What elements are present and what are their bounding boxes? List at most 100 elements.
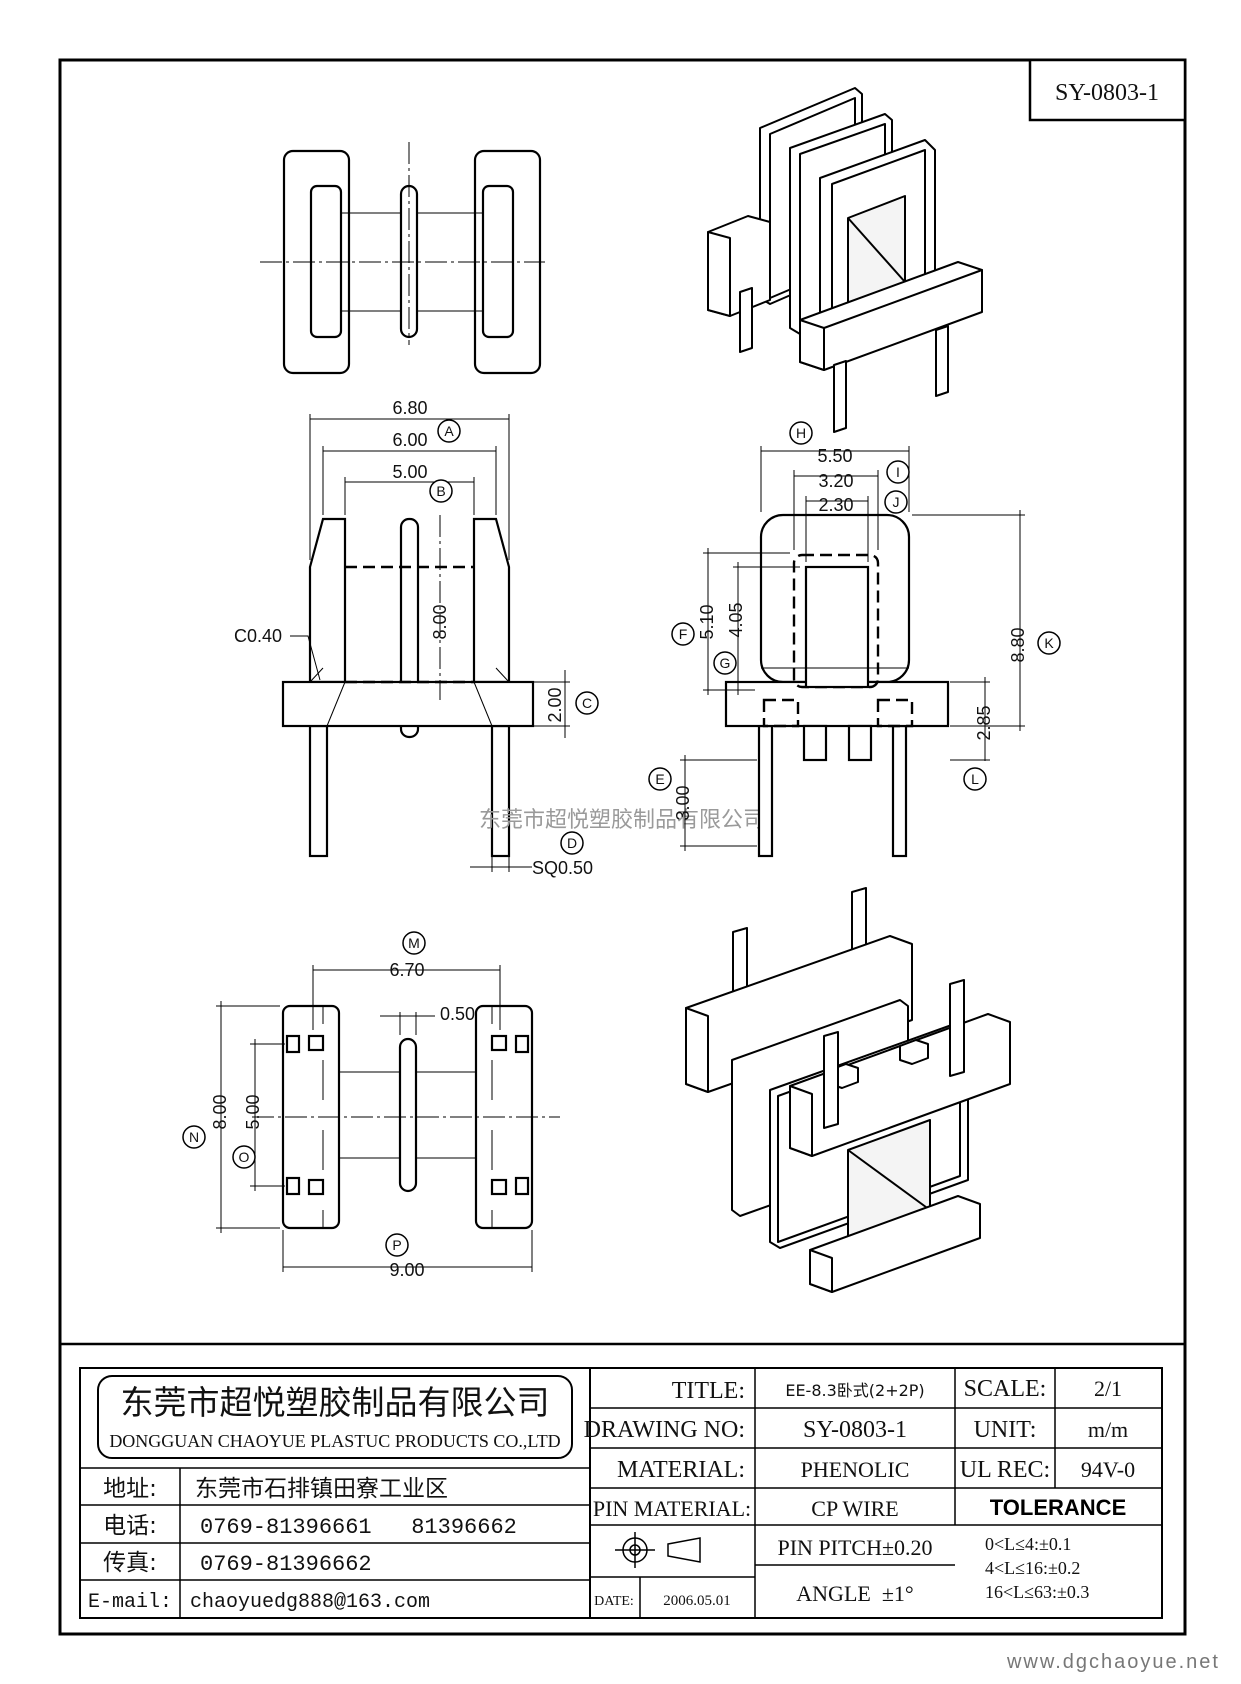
- dim-flange-thickness-value: 0.50: [440, 1004, 475, 1024]
- pin-material-value: CP WIRE: [811, 1496, 898, 1521]
- pin-pitch-value: PIN PITCH±0.20: [777, 1535, 932, 1560]
- dim-B: 5.00 B: [344, 462, 475, 515]
- dim-J: 2.30 J: [805, 490, 908, 562]
- dim-I-letter: I: [896, 464, 900, 480]
- side-view: [724, 513, 950, 858]
- dim-A-outer: 6.80: [392, 398, 427, 418]
- website-url: www.dgchaoyue.net: [1006, 1651, 1220, 1673]
- date-value: 2006.05.01: [663, 1593, 731, 1609]
- dim-C: 2.00 C: [533, 670, 599, 738]
- dim-L: 2.85 L: [950, 677, 994, 791]
- dim-height-8-value: 8.00: [430, 604, 450, 639]
- dim-O-letter: O: [239, 1149, 250, 1165]
- dim-B-value: 5.00: [392, 462, 427, 482]
- dim-flange-thickness: 0.50: [380, 1004, 475, 1035]
- dim-H-letter: H: [796, 425, 806, 441]
- watermark: 东莞市超悦塑胶制品有限公司: [479, 808, 765, 833]
- dim-G-value: 4.05: [726, 602, 746, 637]
- dim-L-letter: L: [971, 771, 979, 787]
- title-label: TITLE:: [672, 1378, 745, 1404]
- dim-M-value: 6.70: [389, 960, 424, 980]
- dim-D-value: SQ0.50: [532, 858, 593, 878]
- dim-E-value: 3.00: [673, 785, 693, 820]
- dim-M: 6.70 M: [312, 931, 501, 1030]
- projection-symbol: [615, 1532, 701, 1568]
- date-label: DATE:: [594, 1594, 634, 1609]
- dim-H-value: 5.50: [817, 446, 852, 466]
- dim-H: 5.50 H: [760, 421, 910, 512]
- unit-value: m/m: [1088, 1417, 1128, 1442]
- front-view: [281, 515, 535, 858]
- dim-A-letter: A: [444, 423, 454, 439]
- dim-F-value: 5.10: [697, 604, 717, 639]
- drawing-number-box: SY-0803-1: [1028, 58, 1187, 122]
- dim-N-letter: N: [189, 1129, 199, 1145]
- dim-G-letter: G: [720, 655, 731, 671]
- dim-P: 9.00 P: [282, 1230, 533, 1280]
- angle-tolerance-value: ANGLE ±1°: [796, 1581, 913, 1606]
- company-name-en: DONGGUAN CHAOYUE PLASTUC PRODUCTS CO.,LT…: [109, 1431, 560, 1451]
- fax-label: 传真:: [103, 1550, 157, 1576]
- email-value: chaoyuedg888@163.com: [190, 1591, 430, 1614]
- title-value: EE-8.3卧式(2+2P): [785, 1381, 924, 1400]
- dim-chamfer: C0.40: [234, 626, 321, 681]
- dim-A-inner: 6.00: [392, 430, 427, 450]
- top-view: [260, 142, 545, 375]
- dim-J-letter: J: [893, 494, 900, 510]
- dim-P-value: 9.00: [389, 1260, 424, 1280]
- company-name-cn: 东莞市超悦塑胶制品有限公司: [121, 1383, 550, 1422]
- drawing-number-box-text: SY-0803-1: [1055, 80, 1159, 106]
- address-label: 地址:: [103, 1476, 157, 1502]
- sheet-border: [58, 58, 1187, 1636]
- isometric-view-top: [707, 87, 983, 433]
- dim-N: 8.00 N: [182, 1001, 280, 1233]
- dim-M-letter: M: [408, 935, 420, 951]
- dim-I: 3.20 I: [793, 460, 910, 550]
- dim-E-letter: E: [655, 771, 664, 787]
- dim-B-letter: B: [436, 483, 445, 499]
- dim-A: 6.80 6.00 A: [309, 398, 510, 560]
- fax-value: 0769-81396662: [200, 1552, 372, 1577]
- unit-label: UNIT:: [974, 1417, 1037, 1443]
- scale-value: 2/1: [1094, 1376, 1122, 1401]
- dim-F: 5.10 F: [671, 548, 790, 695]
- dim-P-letter: P: [392, 1237, 401, 1253]
- drawing-no-label: DRAWING NO:: [584, 1417, 745, 1443]
- dim-D-letter: D: [567, 835, 577, 851]
- dim-K-letter: K: [1044, 635, 1054, 651]
- tolerance-range-1: 0<L≤4:±0.1: [985, 1534, 1071, 1554]
- dim-C-letter: C: [582, 695, 592, 711]
- dim-I-value: 3.20: [818, 471, 853, 491]
- dim-F-letter: F: [679, 626, 688, 642]
- phone-value: 0769-81396661 81396662: [200, 1515, 517, 1540]
- dim-E: 3.00 E: [648, 755, 757, 851]
- dim-L-value: 2.85: [974, 705, 994, 740]
- dim-C-value: 2.00: [545, 687, 565, 722]
- bottom-view: [252, 1004, 560, 1230]
- dim-K-value: 8.80: [1008, 627, 1028, 662]
- material-value: PHENOLIC: [801, 1457, 910, 1482]
- dim-D: SQ0.50 D: [470, 831, 593, 878]
- ul-rec-value: 94V-0: [1081, 1457, 1135, 1482]
- dim-N-value: 8.00: [210, 1094, 230, 1129]
- phone-label: 电话:: [103, 1513, 157, 1539]
- address-value: 东莞市石排镇田寮工业区: [195, 1476, 448, 1502]
- pin-material-label: PIN MATERIAL:: [593, 1496, 751, 1521]
- isometric-view-bottom: [685, 887, 1011, 1293]
- ul-rec-label: UL REC:: [960, 1457, 1050, 1483]
- tolerance-range-2: 4<L≤16:±0.2: [985, 1558, 1080, 1578]
- dim-chamfer-value: C0.40: [234, 626, 282, 646]
- tolerance-range-3: 16<L≤63:±0.3: [985, 1582, 1089, 1602]
- title-block: 东莞市超悦塑胶制品有限公司 DONGGUAN CHAOYUE PLASTUC P…: [60, 1342, 1185, 1619]
- scale-label: SCALE:: [964, 1376, 1047, 1402]
- dim-J-value: 2.30: [818, 495, 853, 515]
- email-label: E-mail:: [88, 1591, 172, 1614]
- dim-K: 8.80 K: [912, 510, 1061, 731]
- material-label: MATERIAL:: [617, 1457, 745, 1483]
- dim-O: 5.00 O: [232, 1039, 285, 1191]
- dim-G: 4.05 G: [713, 562, 800, 695]
- drawing-no-value: SY-0803-1: [803, 1417, 907, 1443]
- dim-O-value: 5.00: [243, 1094, 263, 1129]
- tolerance-label: TOLERANCE: [990, 1495, 1127, 1520]
